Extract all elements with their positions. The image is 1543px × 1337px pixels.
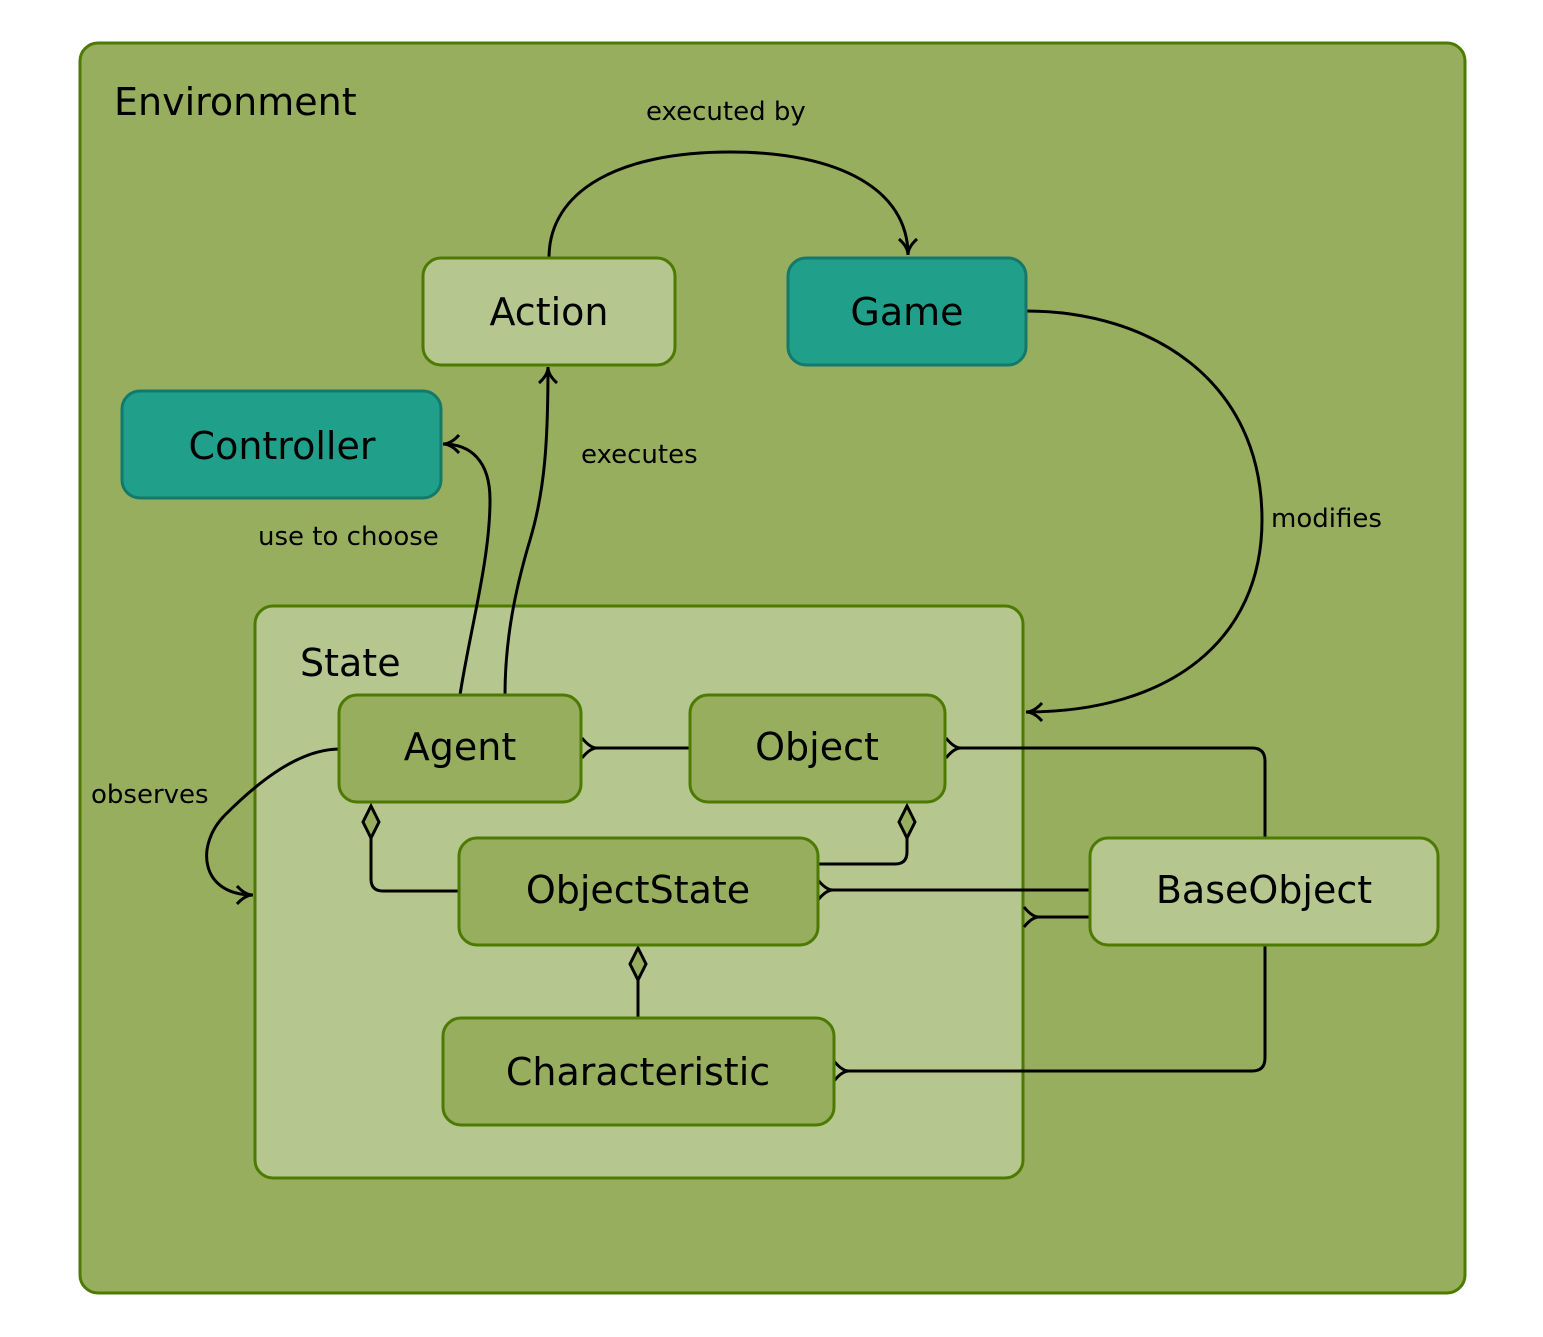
environment-title: Environment: [114, 80, 357, 124]
node-agent[interactable]: Agent: [337, 693, 583, 804]
node-controller[interactable]: Controller: [120, 389, 443, 500]
state-title: State: [300, 641, 401, 685]
edge-agent-state: [205, 747, 341, 906]
edge-objectstate-baseobject: [816, 879, 1090, 901]
edge-agent-controller: [442, 433, 492, 696]
node-characteristic[interactable]: Characteristic: [441, 1016, 836, 1127]
node-action[interactable]: Action: [421, 256, 677, 367]
node-object[interactable]: Object: [688, 693, 947, 804]
node-characteristic-label: Characteristic: [506, 1050, 770, 1094]
node-object-state[interactable]: ObjectState: [457, 836, 820, 947]
node-object-state-label: ObjectState: [526, 868, 750, 912]
edge-objectstate-agent: [361, 802, 460, 893]
edge-label-executes: executes: [581, 440, 698, 470]
edge-label-use-to-choose: use to choose: [258, 522, 439, 552]
edge-label-executed-by: executed by: [646, 97, 806, 127]
node-game-label: Game: [850, 290, 963, 334]
node-action-label: Action: [489, 290, 608, 334]
node-agent-label: Agent: [404, 725, 516, 769]
edge-characteristic-objectstate: [628, 944, 648, 1018]
edge-object-baseobject: [944, 737, 1267, 838]
node-controller-label: Controller: [189, 424, 376, 468]
edge-game-state: [1025, 309, 1264, 723]
edge-label-modifies: modifies: [1271, 504, 1382, 534]
edge-agent-action: [503, 366, 559, 696]
edge-state-baseobject: [1022, 906, 1090, 928]
node-object-label: Object: [755, 725, 879, 769]
edge-action-game: [547, 150, 918, 259]
edge-characteristic-baseobject: [832, 945, 1267, 1082]
node-base-object-label: BaseObject: [1156, 868, 1372, 912]
edge-label-observes: observes: [91, 780, 209, 810]
edge-objectstate-object: [818, 802, 917, 866]
node-base-object[interactable]: BaseObject: [1088, 836, 1440, 947]
node-game[interactable]: Game: [786, 256, 1028, 367]
edge-agent-object: [580, 737, 690, 759]
